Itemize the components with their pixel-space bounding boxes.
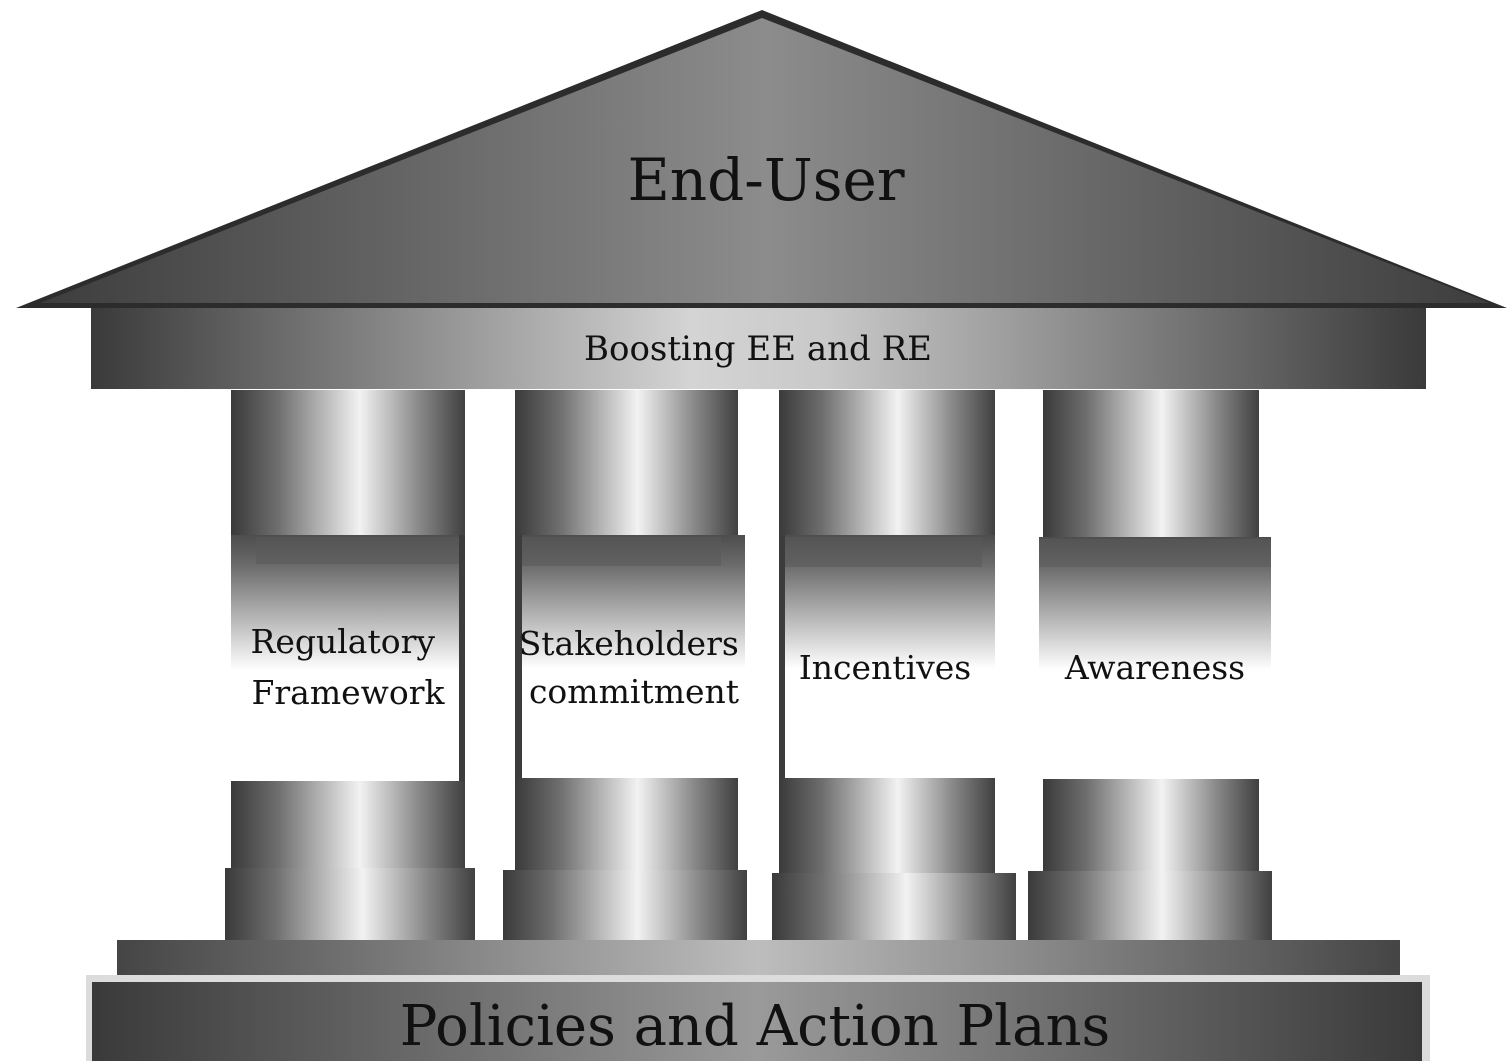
beam-label: Boosting EE and RE: [584, 329, 932, 369]
pillar-shaft-band: [785, 537, 982, 567]
pillar-label-line: Regulatory: [250, 622, 435, 661]
roof: End-User: [16, 10, 1507, 308]
pillar-incentives: Incentives: [772, 390, 1016, 946]
pillar-label: Incentives: [799, 648, 971, 687]
foundation: Policies and Action Plans: [86, 940, 1430, 1061]
pillar-capital: [1043, 390, 1259, 537]
pillar-lower: [231, 781, 465, 870]
pillar-capital: [231, 390, 465, 535]
pillar-label-line: commitment: [529, 672, 739, 711]
pillar-lower: [515, 778, 738, 872]
pillar-shaft: [231, 535, 459, 781]
foundation-step: [117, 940, 1400, 976]
pillar-label: Awareness: [1064, 648, 1245, 687]
pillar-base: [772, 873, 1016, 946]
foundation-label: Policies and Action Plans: [400, 994, 1111, 1059]
roof-triangle: [40, 18, 1490, 303]
pillar-shaft: [785, 535, 995, 778]
pillar-label: Regulatory Framework: [250, 622, 445, 712]
pillar-capital: [779, 390, 995, 535]
pillar-base: [1028, 871, 1272, 944]
pillar-regulatory-framework: Regulatory Framework: [225, 390, 475, 940]
pillar-shaft-edge: [515, 535, 522, 778]
roof-label: End-User: [627, 146, 904, 214]
pillar-lower: [779, 778, 995, 875]
pillar-shaft: [1039, 537, 1271, 779]
pillar-lower: [1043, 779, 1259, 873]
pillar-label-line: Stakeholders: [519, 624, 739, 663]
pillar-capital: [515, 390, 738, 535]
pillar-label: Stakeholders commitment: [519, 624, 750, 711]
pillar-stakeholders-commitment: Stakeholders commitment: [503, 390, 750, 945]
pillar-label-line: Framework: [251, 673, 445, 712]
pillar-shaft-edge: [459, 535, 465, 781]
foundation-base: [92, 982, 1422, 1061]
pillar-shaft-band: [1039, 539, 1271, 567]
pillar-shaft-band: [522, 537, 721, 566]
beam: Boosting EE and RE: [91, 308, 1426, 389]
pillar-awareness: Awareness: [1028, 390, 1272, 944]
pillar-shaft-band: [256, 537, 459, 564]
pillar-base: [503, 870, 747, 945]
pillar-shaft: [522, 535, 745, 778]
pillar-shaft-edge: [779, 535, 785, 778]
pillar-base: [225, 868, 475, 940]
beam-bar: [91, 308, 1426, 389]
